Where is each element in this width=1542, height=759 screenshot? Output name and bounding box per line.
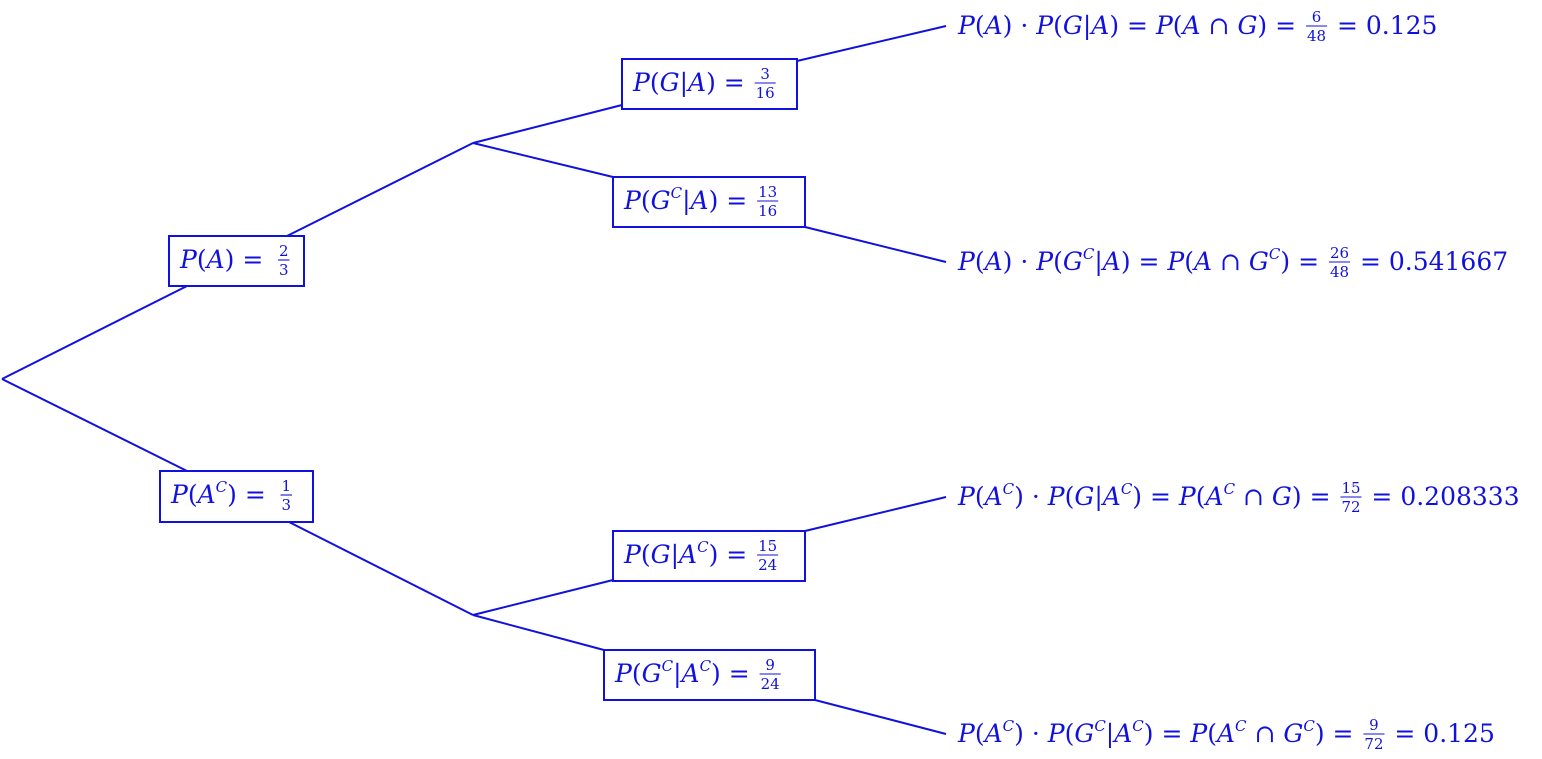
svg-text:P(AC​) · P(GC​|AC​) = P(AC​ ∩: P(AC​) · P(GC​|AC​) = P(AC​ ∩ GC​) = = 0… <box>957 717 1495 749</box>
probability-label-A: P(A) = 23 <box>179 242 296 279</box>
edge-node-to-GC-given-A <box>472 142 614 178</box>
edge-to-outcome-AC_and_G <box>804 496 947 532</box>
probability-label-AC: P(AC​) = 13 <box>170 477 299 514</box>
decimal-value: 0.125 <box>1366 11 1438 40</box>
probability-box-AC <box>159 470 314 523</box>
fraction-denominator: 16 <box>758 202 777 220</box>
probability-label-GC_given_AC: P(GC​|AC​) = 924 <box>614 656 783 693</box>
svg-text:P(G|A) =: P(G|A) = <box>632 68 778 98</box>
edge-to-outcome-A_and_G <box>796 25 947 62</box>
fraction-numerator: 3 <box>760 65 770 83</box>
fraction-denominator: 24 <box>758 556 777 574</box>
edge-node-to-G-given-AC <box>472 579 614 616</box>
probability-box-A <box>168 235 305 287</box>
fraction-numerator: 9 <box>765 656 775 674</box>
fraction-numerator: 6 <box>1312 8 1322 26</box>
fraction-numerator: 1 <box>281 477 291 495</box>
svg-text:P(A) · P(GC​|A) = P(A ∩ GC​) =: P(A) · P(GC​|A) = P(A ∩ GC​) = = 0.54166… <box>957 245 1508 277</box>
decimal-value: 0.208333 <box>1400 482 1519 511</box>
fraction-denominator: 72 <box>1341 498 1360 516</box>
fraction-numerator: 9 <box>1369 716 1379 734</box>
fraction-numerator: 15 <box>758 537 777 555</box>
edge-root-to-AC <box>1 378 188 472</box>
fraction-denominator: 24 <box>761 675 780 693</box>
probability-box-GC_given_AC <box>603 649 816 701</box>
edge-root-to-A <box>1 285 188 380</box>
fraction-numerator: 13 <box>758 183 777 201</box>
fraction-denominator: 3 <box>281 496 291 514</box>
svg-text:P(AC​) · P(G|AC​) = P(AC​ ∩ G): P(AC​) · P(G|AC​) = P(AC​ ∩ G) = = 0.208… <box>957 480 1520 512</box>
svg-text:P(A) · P(G|A) = P(A ∩ G) = =: P(A) · P(G|A) = P(A ∩ G) = = 0.125 <box>957 11 1437 41</box>
probability-box-G_given_A <box>621 58 798 110</box>
fraction-numerator: 15 <box>1341 479 1360 497</box>
svg-text:P(A) =: P(A) = <box>179 245 296 274</box>
svg-text:P(GC​|A) =: P(GC​|A) = <box>623 184 780 216</box>
fraction-denominator: 72 <box>1364 735 1383 753</box>
decimal-value: 0.541667 <box>1389 247 1508 276</box>
svg-text:P(AC​) =: P(AC​) = <box>170 478 299 509</box>
decimal-value: 0.125 <box>1423 719 1495 748</box>
probability-box-G_given_AC <box>612 530 806 582</box>
fraction-denominator: 3 <box>279 261 289 279</box>
edge-A-to-node <box>286 142 474 237</box>
fraction-denominator: 16 <box>756 84 775 102</box>
fraction-numerator: 2 <box>279 242 289 260</box>
fraction-numerator: 26 <box>1330 244 1349 262</box>
svg-text:P(GC​|AC​) =: P(GC​|AC​) = <box>614 657 783 689</box>
probability-box-GC_given_A <box>612 176 806 228</box>
edge-node-to-G-given-A <box>472 104 623 144</box>
edge-node-to-GC-given-AC <box>472 614 605 651</box>
probability-label-G_given_A: P(G|A) = 316 <box>632 65 778 102</box>
svg-text:P(G|AC​) =: P(G|AC​) = <box>623 538 780 570</box>
edge-to-outcome-A_and_GC <box>804 226 947 263</box>
fraction-denominator: 48 <box>1330 263 1349 281</box>
outcome-AC_and_G: P(AC​) · P(G|AC​) = P(AC​ ∩ G) = = 0.208… <box>957 479 1520 516</box>
fraction-denominator: 48 <box>1307 27 1326 45</box>
edge-to-outcome-AC_and_GC <box>814 699 947 735</box>
outcome-A_and_GC: P(A) · P(GC​|A) = P(A ∩ GC​) = = 0.54166… <box>957 244 1508 281</box>
outcome-AC_and_GC: P(AC​) · P(GC​|AC​) = P(AC​ ∩ GC​) = = 0… <box>957 716 1495 753</box>
edge-AC-to-node <box>288 521 474 616</box>
